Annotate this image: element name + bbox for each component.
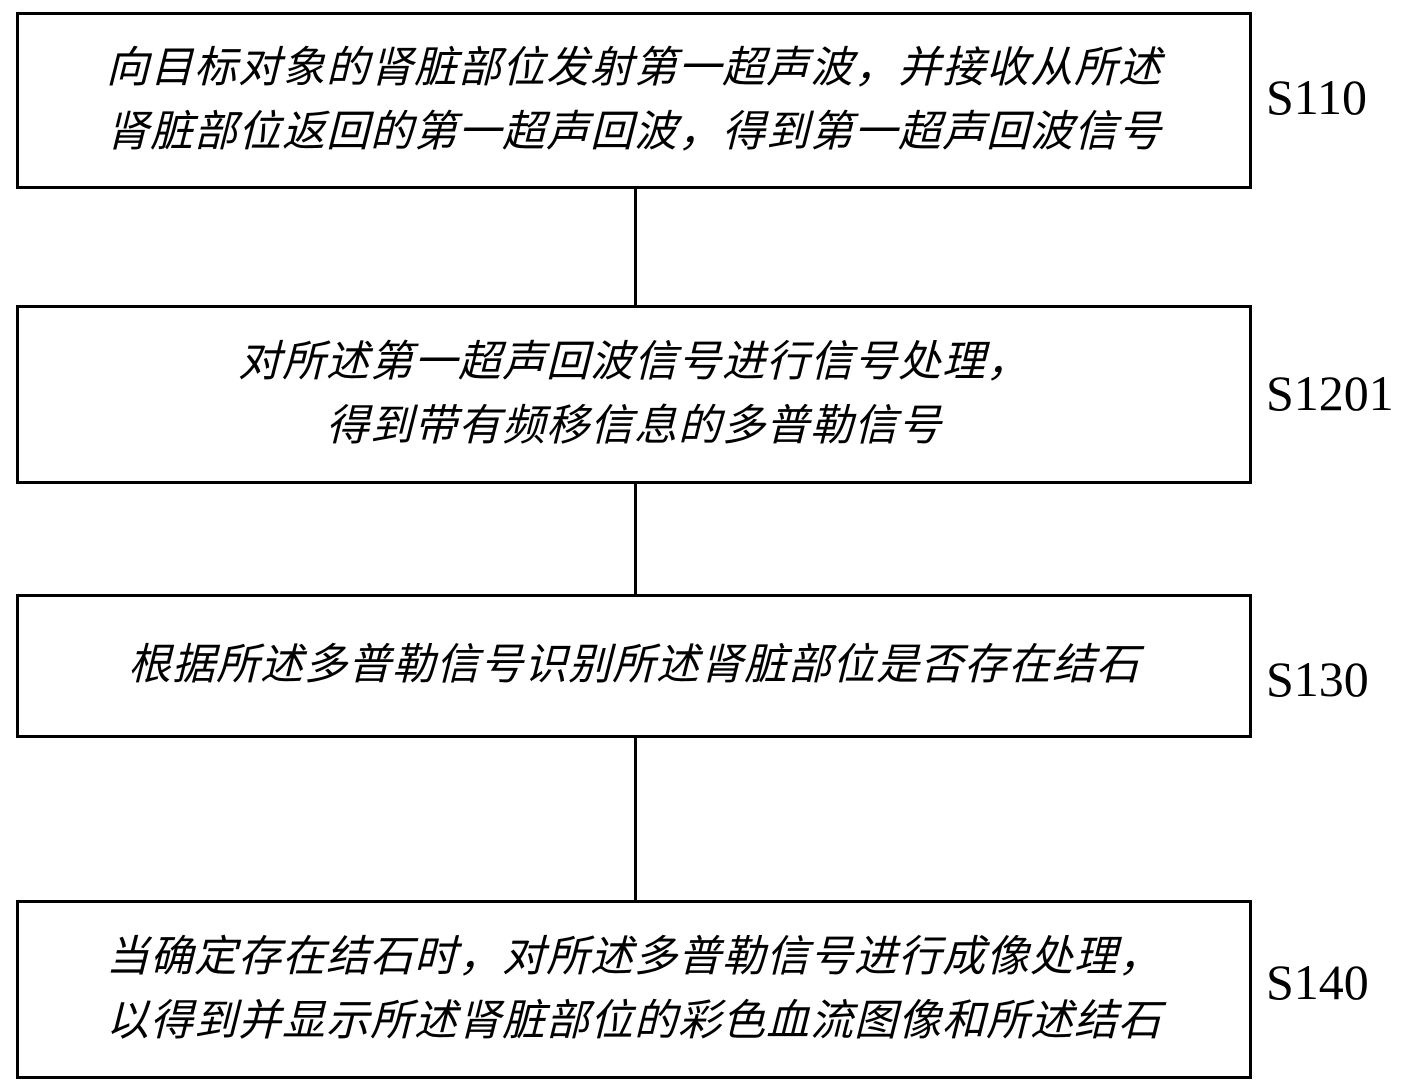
flowchart-node-s130-text: 根据所述多普勒信号识别所述肾脏部位是否存在结石 (128, 642, 1140, 690)
flowchart-node-s1201: 对所述第一超声回波信号进行信号处理， 得到带有频移信息的多普勒信号 (16, 305, 1252, 484)
flowchart-node-s130: 根据所述多普勒信号识别所述肾脏部位是否存在结石 (16, 594, 1252, 738)
connector-s1201-to-s130 (634, 483, 637, 596)
step-label-s110: S110 (1266, 69, 1367, 125)
step-label-s130: S130 (1266, 651, 1369, 707)
connector-s110-to-s1201 (634, 188, 637, 307)
step-label-s140: S140 (1266, 954, 1369, 1010)
flowchart-node-s140-text: 当确定存在结石时，对所述多普勒信号进行成像处理， 以得到并显示所述肾脏部位的彩色… (106, 934, 1162, 1045)
step-label-s1201: S1201 (1266, 365, 1394, 421)
flowchart-node-s1201-text: 对所述第一超声回波信号进行信号处理， 得到带有频移信息的多普勒信号 (238, 339, 1030, 450)
flowchart-node-s110-text: 向目标对象的肾脏部位发射第一超声波，并接收从所述 肾脏部位返回的第一超声回波，得… (106, 45, 1162, 156)
flowchart-node-s140: 当确定存在结石时，对所述多普勒信号进行成像处理， 以得到并显示所述肾脏部位的彩色… (16, 900, 1252, 1079)
connector-s130-to-s140 (634, 737, 637, 902)
flowchart-node-s110: 向目标对象的肾脏部位发射第一超声波，并接收从所述 肾脏部位返回的第一超声回波，得… (16, 12, 1252, 189)
